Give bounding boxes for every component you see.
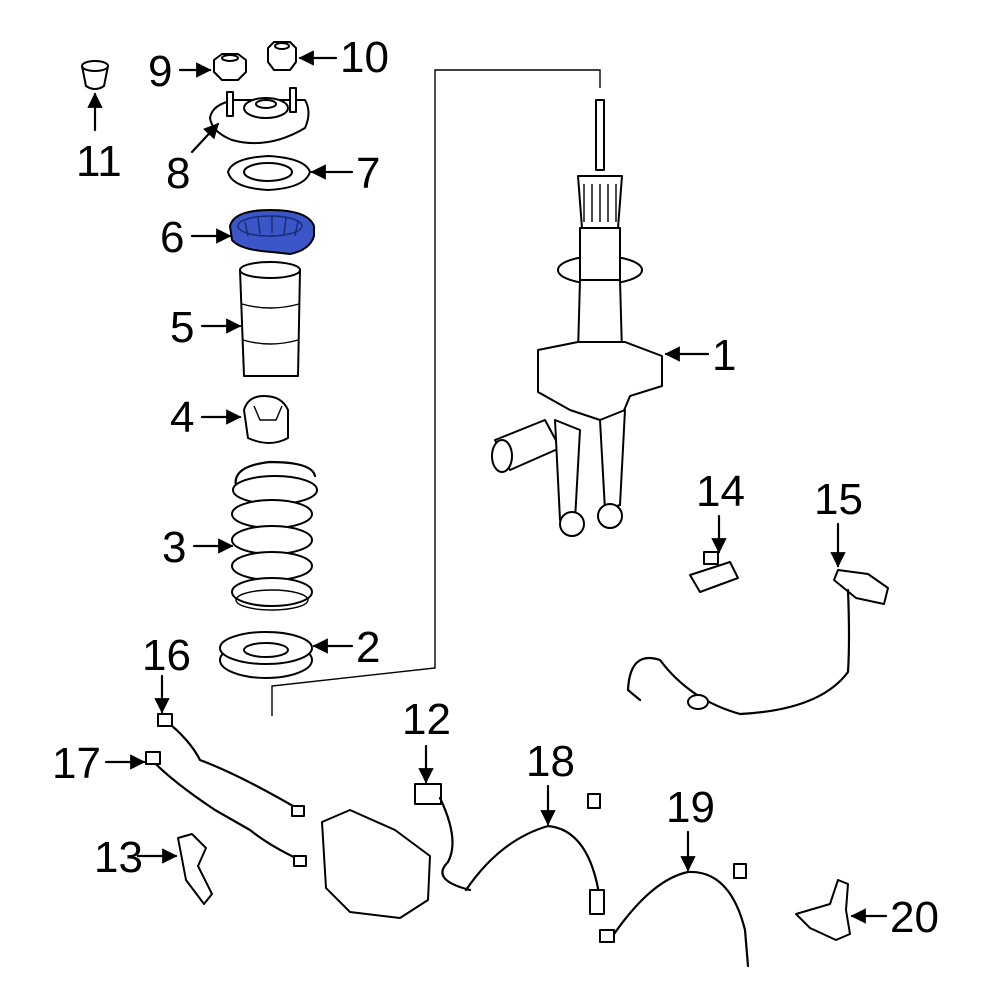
part-14-sensor[interactable]: [689, 551, 739, 593]
callout-15[interactable]: 15: [814, 475, 863, 524]
callout-1[interactable]: 1: [712, 331, 736, 380]
callout-20[interactable]: 20: [890, 893, 939, 942]
callout-arrows: [87, 50, 888, 924]
part-2-lower-insulator[interactable]: [219, 631, 313, 679]
part-10-nut[interactable]: [267, 41, 297, 71]
part-5-dust-boot[interactable]: [239, 261, 301, 377]
part-16-harness[interactable]: [157, 713, 305, 817]
part-8-strut-mount[interactable]: [209, 87, 310, 145]
part-13-bracket[interactable]: [177, 833, 213, 905]
callout-2[interactable]: 2: [356, 623, 380, 672]
part-19-hose[interactable]: [599, 863, 750, 968]
callout-10[interactable]: 10: [340, 33, 389, 82]
callout-19[interactable]: 19: [666, 783, 715, 832]
callout-3[interactable]: 3: [162, 523, 186, 572]
callout-11[interactable]: 11: [76, 137, 122, 186]
callout-7[interactable]: 7: [356, 149, 380, 198]
callout-5[interactable]: 5: [170, 303, 194, 352]
callout-13[interactable]: 13: [94, 833, 143, 882]
part-17-harness[interactable]: [145, 751, 307, 867]
callout-12[interactable]: 12: [402, 695, 451, 744]
callout-4[interactable]: 4: [170, 393, 194, 442]
callout-18[interactable]: 18: [526, 737, 575, 786]
part-20-bracket[interactable]: [795, 879, 851, 941]
callout-9[interactable]: 9: [148, 47, 172, 96]
part-9-nut[interactable]: [213, 53, 247, 81]
part-11-cap[interactable]: [81, 60, 109, 90]
callout-14[interactable]: 14: [696, 467, 745, 516]
callout-8[interactable]: 8: [166, 149, 190, 198]
part-1-strut-assembly[interactable]: [491, 99, 663, 537]
callout-17[interactable]: 17: [52, 739, 101, 788]
part-12-control-module[interactable]: [321, 783, 472, 919]
callout-labels: 1 2 3 4 5 6 7 8 9 10 11 12 13 14 15 16 1…: [52, 33, 939, 942]
part-15-sensor-harness[interactable]: [626, 569, 889, 716]
part-18-hose[interactable]: [464, 793, 605, 915]
part-3-coil-spring[interactable]: [231, 460, 318, 611]
callout-6[interactable]: 6: [160, 213, 184, 262]
part-7-insulator[interactable]: [227, 155, 311, 191]
callout-16[interactable]: 16: [142, 631, 191, 680]
part-4-bump-stop[interactable]: [243, 395, 289, 444]
part-6-upper-spring-seat[interactable]: [229, 209, 315, 255]
assembly-bracket-line: [271, 69, 601, 716]
